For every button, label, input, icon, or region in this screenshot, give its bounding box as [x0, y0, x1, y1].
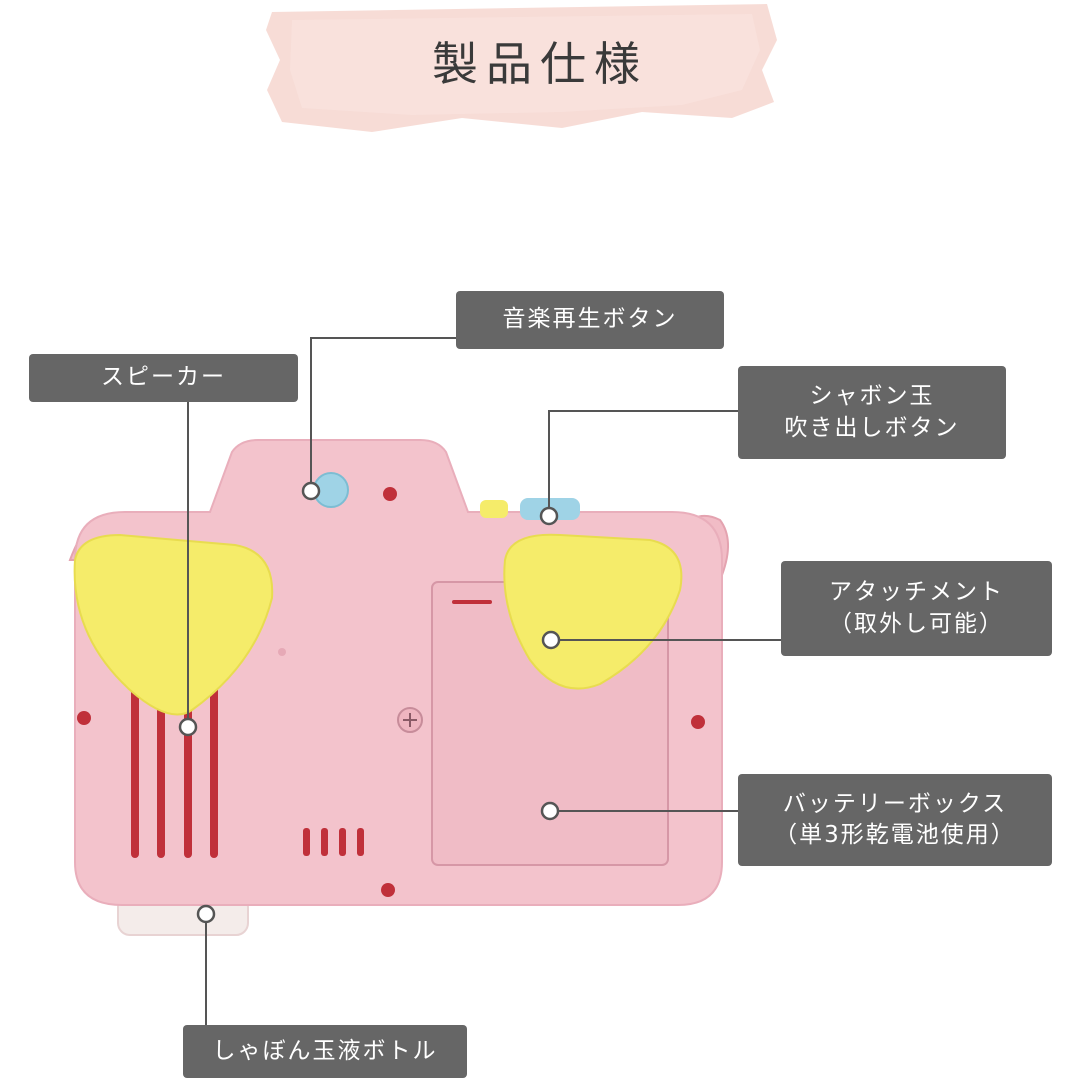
page-title: 製品仕様	[432, 37, 648, 91]
attachment-left	[73, 533, 274, 716]
label-battery-box: バッテリーボックス （単3形乾電池使用）	[738, 774, 1052, 866]
attachment-right	[503, 533, 683, 690]
label-attachment: アタッチメント （取外し可能）	[781, 561, 1052, 656]
speaker-grille	[131, 668, 218, 858]
label-speaker: スピーカー	[29, 354, 298, 402]
label-bubble-button: シャボン玉 吹き出しボタン	[738, 366, 1006, 459]
title-brush-background	[266, 4, 777, 132]
label-music-button: 音楽再生ボタン	[456, 291, 724, 349]
label-bubble-bottle: しゃぼん玉液ボトル	[183, 1025, 467, 1078]
